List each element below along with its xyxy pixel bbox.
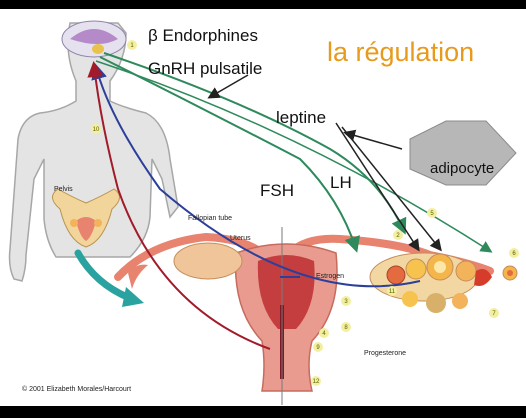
fsh-label: FSH [260,181,294,201]
uterus-label: Uterus [230,235,251,242]
svg-text:12: 12 [313,379,320,385]
leptin-label: leptine [276,108,326,128]
bottom-black-bar [0,406,526,418]
top-black-bar [0,0,526,9]
beta-endorphins-label: β Endorphines [148,26,258,46]
diagram-title: la régulation [327,37,474,68]
diagram-canvas: 1 2 3 4 5 6 7 8 9 10 11 12 la régulation… [0,9,526,406]
diagram-illustration: 1 2 3 4 5 6 7 8 9 10 11 12 [0,9,526,406]
lh-label: LH [330,173,352,193]
brain [62,21,126,57]
estrogen-label: Estrogen [316,273,344,280]
progesterone-label: Progesterone [364,350,406,357]
adipocyte-label: adipocyte [430,160,494,177]
fallopian-tube-label: Fallopian tube [188,215,232,222]
copyright-notice: © 2001 Elizabeth Morales/Harcourt [22,386,131,393]
svg-text:10: 10 [93,127,100,133]
gnrh-label: GnRH pulsatile [148,59,262,79]
svg-text:11: 11 [389,289,396,295]
pelvis-label: Pelvis [54,186,73,193]
reproductive-organs [118,237,517,391]
